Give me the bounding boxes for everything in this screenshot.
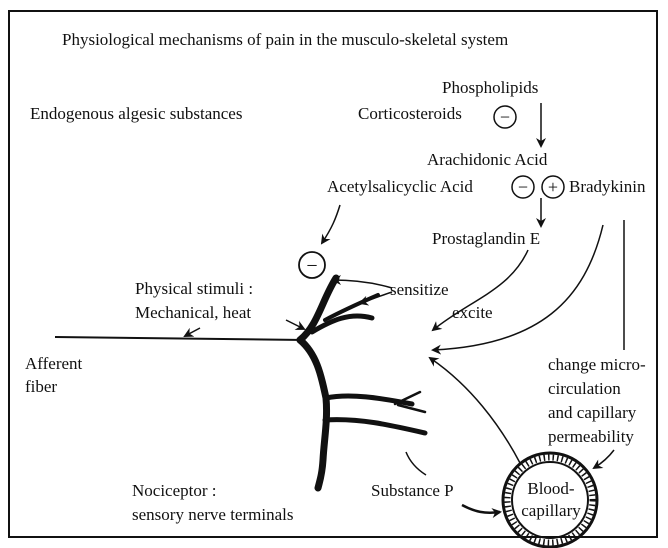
minus-sign-corticosteroids: − bbox=[500, 107, 510, 127]
arrow-sensitize-bottom bbox=[360, 292, 392, 303]
arrow-capillary-excite bbox=[430, 358, 520, 463]
label-fiber: fiber bbox=[25, 377, 57, 397]
label-capillary: capillary bbox=[510, 501, 592, 521]
arrow-acetylsalicylic-inhibition bbox=[322, 205, 340, 243]
arrow-nerve-substance-p bbox=[406, 452, 426, 475]
label-bradykinin: Bradykinin bbox=[569, 177, 646, 197]
label-phospholipids: Phospholipids bbox=[442, 78, 538, 98]
label-prostaglandin: Prostaglandin E bbox=[432, 229, 540, 249]
nociceptor-nerve-tree bbox=[300, 278, 425, 488]
minus-sign-nerve: − bbox=[306, 255, 317, 277]
arrow-permeability bbox=[594, 450, 614, 468]
minus-sign-acetylsalicylic: − bbox=[518, 177, 528, 197]
label-change-micro: change micro- bbox=[548, 355, 646, 375]
label-excite: excite bbox=[452, 303, 493, 323]
label-substance-p: Substance P bbox=[371, 481, 454, 501]
blood-capillary-wall-hatch bbox=[508, 458, 593, 543]
label-physical-stimuli: Physical stimuli : bbox=[135, 279, 253, 299]
label-mechanical-heat: Mechanical, heat bbox=[135, 303, 251, 323]
arrow-mechanical-to-fiber bbox=[185, 328, 200, 336]
label-sensory-terminals: sensory nerve terminals bbox=[132, 505, 293, 525]
arrow-substance-p-capillary bbox=[462, 505, 500, 513]
label-endogenous: Endogenous algesic substances bbox=[30, 104, 242, 124]
label-and-capillary: and capillary bbox=[548, 403, 636, 423]
label-blood: Blood- bbox=[515, 479, 587, 499]
plus-sign-bradykinin: + bbox=[548, 177, 558, 197]
arrow-physical-stimuli bbox=[286, 320, 304, 329]
afferent-fiber-line bbox=[55, 337, 305, 340]
label-arachidonic: Arachidonic Acid bbox=[427, 150, 547, 170]
arrow-sensitize-top bbox=[333, 280, 392, 288]
diagram-title: Physiological mechanisms of pain in the … bbox=[62, 30, 508, 50]
label-afferent: Afferent bbox=[25, 354, 82, 374]
label-acetylsalicylic: Acetylsalicyclic Acid bbox=[327, 177, 473, 197]
blood-capillary-inner bbox=[512, 462, 588, 538]
label-permeability: permeability bbox=[548, 427, 634, 447]
label-circulation: circulation bbox=[548, 379, 621, 399]
blood-capillary-outer bbox=[503, 453, 597, 547]
label-corticosteroids: Corticosteroids bbox=[358, 104, 462, 124]
label-nociceptor: Nociceptor : bbox=[132, 481, 217, 501]
label-sensitize: sensitize bbox=[390, 280, 449, 300]
